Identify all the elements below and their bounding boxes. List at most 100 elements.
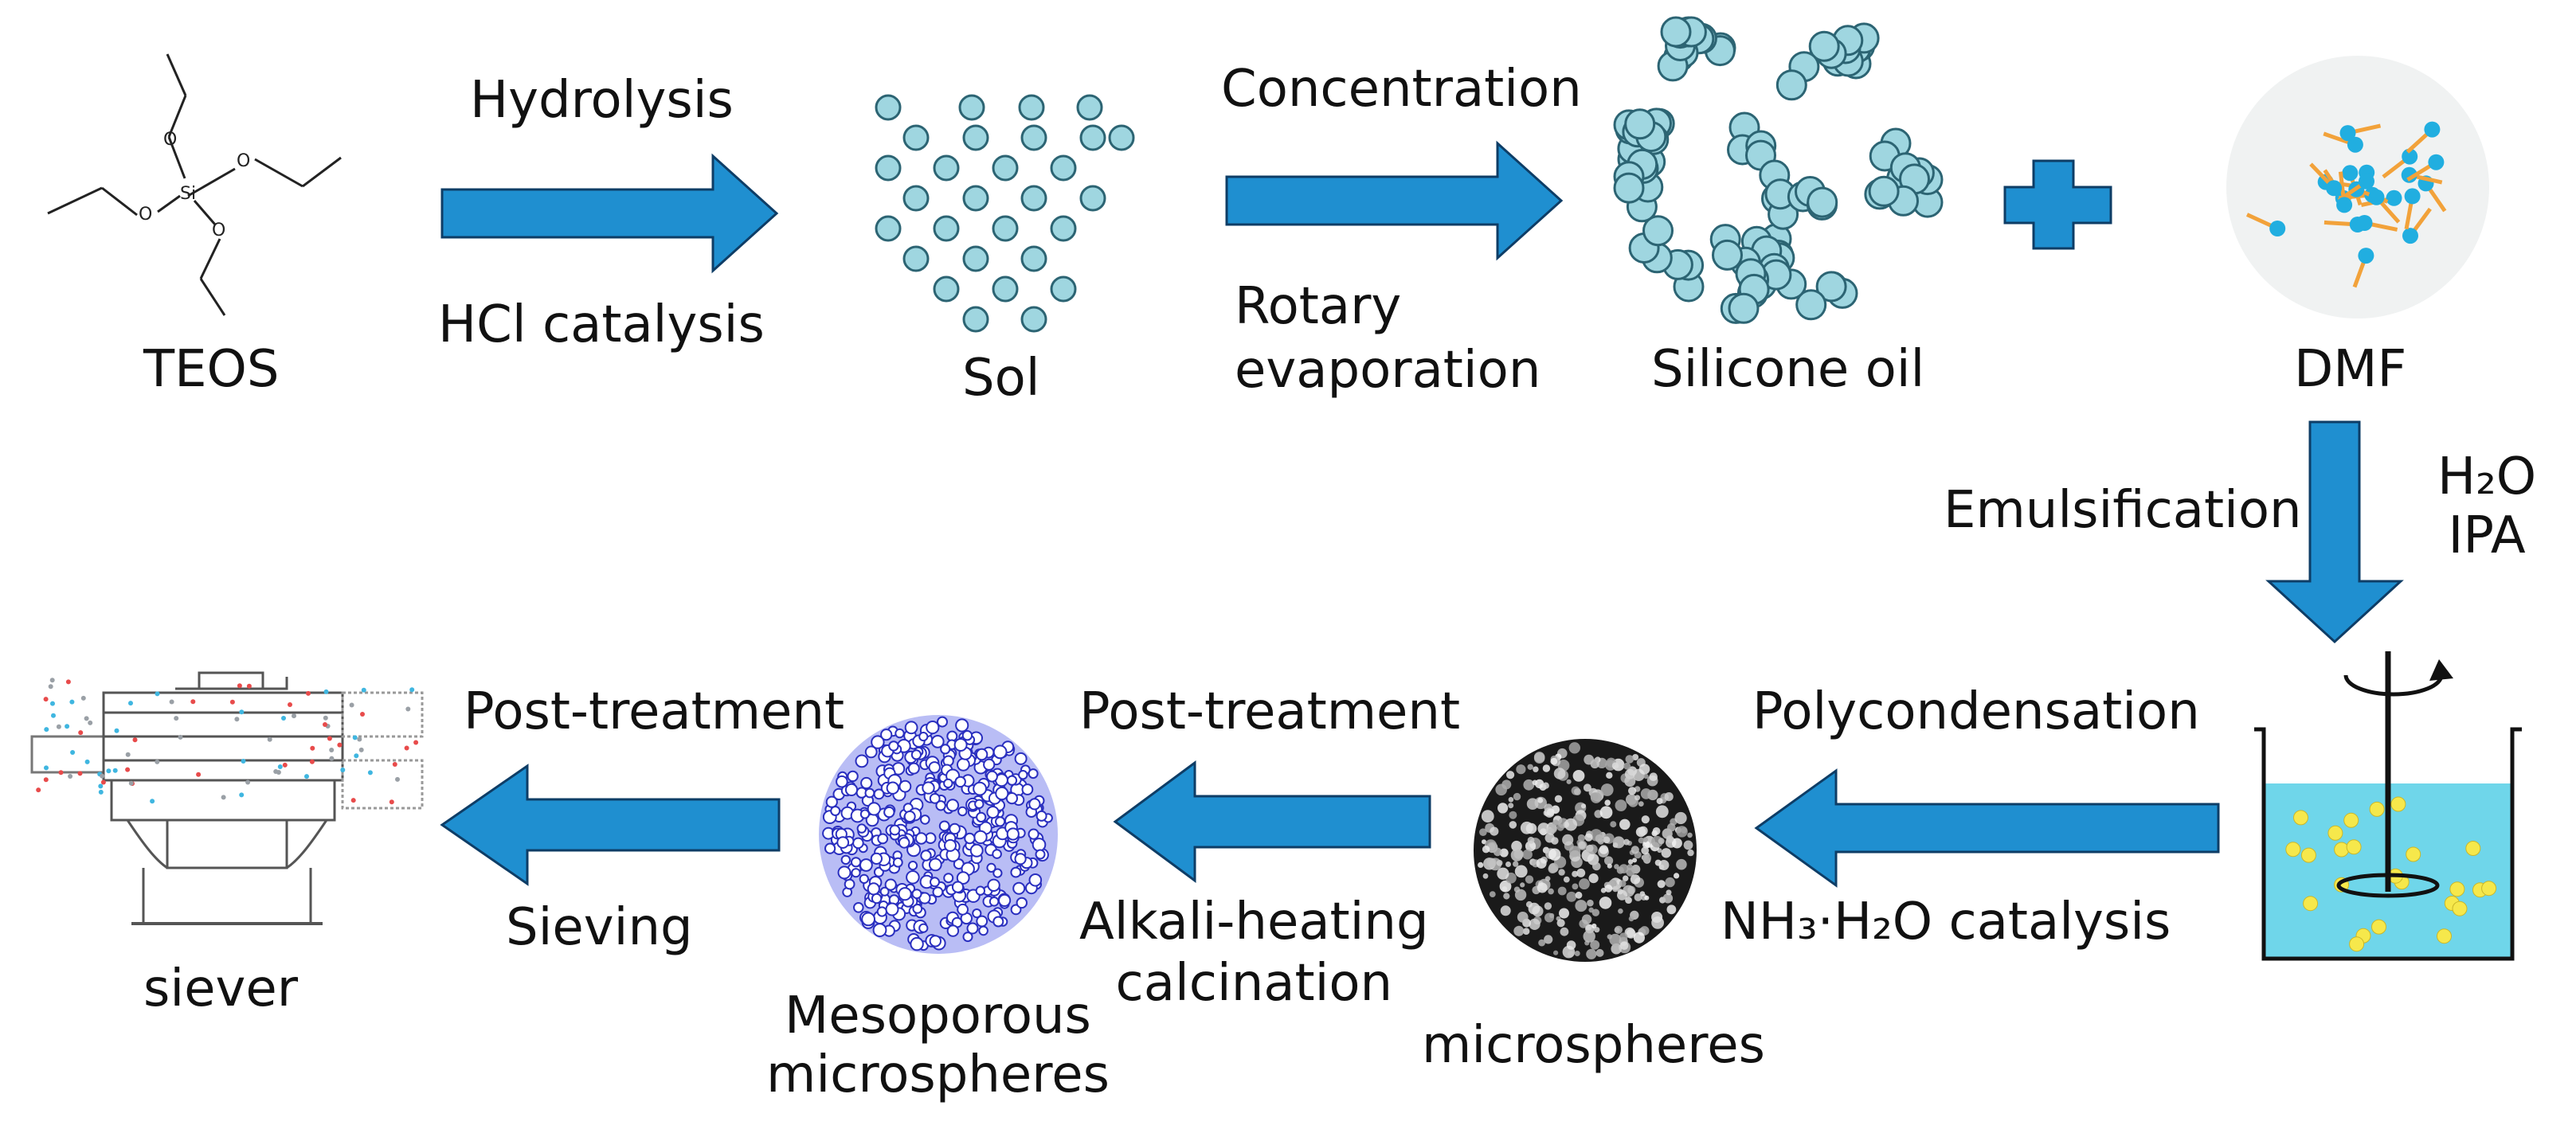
sol-particle bbox=[1050, 154, 1077, 182]
mesoporous-image bbox=[819, 715, 1058, 954]
beaker-particle bbox=[2293, 810, 2308, 826]
meso-particle bbox=[956, 871, 970, 885]
micro-particle bbox=[1632, 858, 1638, 863]
micro-particle bbox=[1566, 940, 1576, 950]
dmf-solution bbox=[2226, 56, 2489, 318]
micro-particle bbox=[1671, 838, 1682, 849]
siever-particle bbox=[106, 768, 112, 774]
meso-particle bbox=[876, 906, 887, 917]
micro-particle bbox=[1583, 930, 1595, 943]
micro-particle bbox=[1634, 795, 1641, 801]
meso-particle bbox=[1035, 810, 1047, 822]
dmf-head bbox=[2424, 121, 2441, 138]
oil-particle bbox=[1808, 30, 1840, 62]
beaker-particle bbox=[2371, 919, 2386, 935]
micro-particle bbox=[1533, 752, 1545, 763]
micro-particle bbox=[1604, 856, 1614, 865]
arrow-emulsification bbox=[2265, 420, 2404, 644]
sol-particle bbox=[1079, 185, 1106, 212]
sol-particle bbox=[1020, 124, 1047, 151]
siever-particle bbox=[132, 737, 138, 743]
beaker-particle bbox=[2285, 842, 2301, 858]
micro-particle bbox=[1590, 792, 1599, 801]
meso-particle bbox=[949, 822, 961, 835]
micro-particle bbox=[1595, 834, 1604, 843]
sol-particle bbox=[1020, 306, 1047, 333]
siever-particle bbox=[337, 742, 343, 748]
micro-particle bbox=[1592, 861, 1601, 871]
micro-particle bbox=[1624, 776, 1636, 787]
meso-particle bbox=[1016, 897, 1028, 909]
meso-particle bbox=[978, 925, 989, 936]
sol-particle bbox=[933, 154, 960, 182]
siever-particle bbox=[69, 699, 75, 705]
micro-particle bbox=[1599, 845, 1609, 854]
micro-particle bbox=[1591, 923, 1597, 929]
micro-particle bbox=[1575, 900, 1587, 912]
micro-particle bbox=[1628, 916, 1634, 922]
label-nh3-catalysis: NH₃·H₂O catalysis bbox=[1721, 893, 2171, 951]
micro-particle bbox=[1499, 848, 1509, 858]
meso-particle bbox=[1028, 873, 1043, 887]
siever-particle bbox=[354, 753, 359, 759]
meso-particle bbox=[853, 902, 864, 913]
micro-particle bbox=[1651, 916, 1665, 929]
micro-particle bbox=[1581, 914, 1592, 924]
micro-particle bbox=[1656, 798, 1663, 805]
micro-particle bbox=[1513, 861, 1519, 867]
meso-particle bbox=[873, 788, 885, 800]
meso-particle bbox=[885, 902, 899, 916]
micro-particle bbox=[1667, 822, 1676, 832]
micro-particle bbox=[1522, 849, 1533, 860]
siever-particles bbox=[36, 678, 419, 805]
micro-particle bbox=[1632, 754, 1639, 760]
micro-particle bbox=[1572, 883, 1579, 890]
sol-particle bbox=[992, 215, 1019, 242]
meso-particle bbox=[877, 833, 889, 845]
meso-particle bbox=[932, 886, 944, 898]
micro-particle bbox=[1497, 803, 1509, 814]
micro-particle bbox=[1649, 772, 1658, 781]
micro-particle bbox=[1584, 833, 1593, 842]
siever-particle bbox=[43, 777, 49, 783]
micro-particle bbox=[1642, 837, 1648, 842]
meso-particle bbox=[920, 850, 932, 861]
meso-particle bbox=[973, 781, 987, 796]
micro-particle bbox=[1527, 836, 1535, 844]
siever-particle bbox=[150, 799, 155, 804]
micro-particle bbox=[1687, 849, 1694, 857]
micro-particle bbox=[1542, 764, 1551, 772]
label-alkali-calcination: Alkali-heating calcination bbox=[1079, 892, 1429, 1014]
micro-particle bbox=[1522, 928, 1530, 935]
micro-particle bbox=[1514, 865, 1528, 878]
micro-particle bbox=[1496, 860, 1503, 866]
siever-particle bbox=[392, 762, 397, 767]
micro-particle bbox=[1619, 932, 1628, 941]
siever-particle bbox=[51, 713, 56, 718]
sol-particle bbox=[902, 245, 930, 272]
meso-particle bbox=[904, 721, 918, 735]
arrows bbox=[440, 140, 2404, 888]
micro-particle bbox=[1529, 918, 1541, 930]
micro-particle bbox=[1623, 838, 1630, 846]
siever-particle bbox=[273, 769, 279, 774]
meso-particle bbox=[907, 762, 920, 775]
micro-particle bbox=[1638, 826, 1648, 836]
siever-particle bbox=[405, 706, 411, 712]
meso-particle bbox=[864, 745, 878, 759]
micro-particle bbox=[1548, 864, 1557, 873]
micro-particle bbox=[1641, 815, 1650, 824]
label-teos: TEOS bbox=[143, 340, 280, 399]
silicone-oil-cluster bbox=[1613, 16, 1944, 324]
siever-particle bbox=[234, 717, 240, 722]
siever-particle bbox=[361, 687, 366, 693]
micro-particle bbox=[1628, 787, 1637, 795]
micro-particle bbox=[1666, 904, 1677, 915]
micro-particle bbox=[1634, 893, 1642, 901]
micro-particle bbox=[1538, 939, 1545, 947]
micro-particle bbox=[1599, 806, 1613, 819]
label-sol: Sol bbox=[962, 349, 1040, 408]
siever-particle bbox=[88, 720, 93, 725]
meso-particle bbox=[859, 809, 871, 819]
plus-icon bbox=[2003, 159, 2112, 250]
